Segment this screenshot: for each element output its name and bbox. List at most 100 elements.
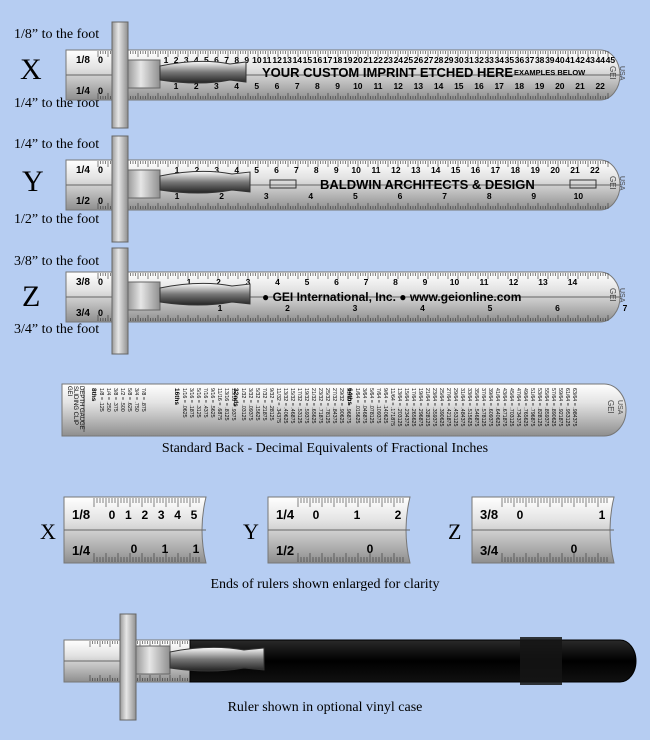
decimal-equivalent: 29/64 = .453125 [452, 388, 458, 426]
top-scale-number: 21 [363, 55, 373, 65]
end-top-number: 0 [109, 508, 116, 522]
bottom-scale-number: 5 [254, 81, 259, 91]
end-y-letter: Y [243, 519, 259, 544]
ruler-x-bottom-zero: 0 [98, 86, 103, 96]
top-scale-number: 2 [216, 277, 221, 287]
ruler-back-side-1: GEI [66, 386, 72, 397]
decimal-equivalent: 15/16 = .9375 [230, 388, 236, 421]
decimal-equivalent: 7/64 = .109375 [375, 388, 381, 424]
decimal-equivalent: 13/64 = .203125 [396, 388, 402, 426]
top-scale-number: 44 [596, 55, 606, 65]
decimal-equivalent: 63/64 = .984375 [571, 388, 577, 426]
decimal-equivalent: 3/32 = .09375 [247, 388, 253, 421]
top-scale-number: 5 [254, 165, 259, 175]
top-scale-number: 25 [404, 55, 414, 65]
end-top-number: 1 [599, 508, 606, 522]
ruler-y-ticks [97, 161, 609, 209]
bottom-scale-number: 12 [393, 81, 403, 91]
top-scale-number: 42 [575, 55, 585, 65]
top-scale-number: 6 [334, 277, 339, 287]
bottom-scale-number: 10 [574, 191, 584, 201]
bottom-scale-number: 2 [194, 81, 199, 91]
top-scale-number: 1 [187, 277, 192, 287]
decimal-equivalent: 41/64 = .640625 [494, 388, 500, 426]
bottom-scale-number: 3 [264, 191, 269, 201]
top-scale-number: 31 [464, 55, 474, 65]
ruler-x-top-zero: 0 [98, 55, 103, 65]
ruler-back-country: USA [616, 400, 623, 415]
bottom-scale-number: 19 [535, 81, 545, 91]
decimal-equivalent: 7/32 = .21875 [261, 388, 267, 421]
decimal-equivalent: 35/64 = .546875 [473, 388, 479, 426]
bottom-scale-number: 17 [494, 81, 504, 91]
decimal-equivalent: 11/64 = .171875 [389, 388, 395, 426]
decimal-equivalent: 1/4 = .250 [105, 388, 111, 412]
decimal-equivalent: 45/64 = .703125 [508, 388, 514, 426]
decimal-equivalent: 49/64 = .765625 [522, 388, 528, 426]
bottom-scale-number: 9 [335, 81, 340, 91]
top-scale-number: 6 [214, 55, 219, 65]
decimal-equivalent: 11/32 = .34375 [275, 388, 281, 423]
bottom-scale-number: 2 [219, 191, 224, 201]
top-scale-number: 13 [282, 55, 292, 65]
end-x-letter: X [40, 519, 56, 544]
bottom-scale-number: 9 [531, 191, 536, 201]
bottom-scale-number: 1 [174, 81, 179, 91]
decimal-equivalent: 21/32 = .65625 [310, 388, 316, 424]
bottom-scale-number: 7 [623, 303, 628, 313]
top-scale-number: 36 [515, 55, 525, 65]
end-frac-top: 1/8 [72, 507, 90, 522]
end-frac-bottom: 1/2 [276, 543, 294, 558]
end-frac-top: 1/4 [276, 507, 295, 522]
top-scale-number: 16 [313, 55, 323, 65]
ends-caption: Ends of rulers shown enlarged for clarit… [210, 577, 440, 592]
top-scale-number: 11 [263, 55, 272, 65]
top-scale-number: 4 [275, 277, 280, 287]
decimal-equivalent: 31/32 = .96875 [345, 388, 351, 424]
top-scale-number: 10 [252, 55, 262, 65]
decimal-equivalent: 55/64 = .859375 [543, 388, 549, 426]
decimal-equivalent: 5/64 = .078125 [368, 388, 374, 424]
top-scale-number: 10 [351, 165, 361, 175]
end-top-number: 5 [191, 508, 198, 522]
bottom-scale-number: 14 [434, 81, 444, 91]
ruler-x-clip-bar [111, 21, 129, 129]
bottom-scale-number: 2 [285, 303, 290, 313]
top-scale-number: 8 [393, 277, 398, 287]
bottom-scale-number: 7 [442, 191, 447, 201]
end-top-number: 2 [395, 508, 402, 522]
decimal-equivalent: 3/64 = .046875 [361, 388, 367, 424]
top-scale-number: 28 [434, 55, 444, 65]
end-top-number: 2 [141, 508, 148, 522]
decimal-equivalent: 5/8 = .625 [126, 388, 132, 412]
ruler-y-clip-bar [111, 135, 129, 243]
top-scale-number: 4 [194, 55, 199, 65]
top-scale-number: 33 [484, 55, 494, 65]
bottom-scale-number: 6 [398, 191, 403, 201]
top-scale-number: 11 [372, 165, 381, 175]
end-top-number: 0 [517, 508, 524, 522]
top-scale-number: 17 [491, 165, 501, 175]
top-scale-number: 26 [414, 55, 424, 65]
decimal-equivalent: 15/64 = .234375 [403, 388, 409, 426]
top-scale-number: 3 [246, 277, 251, 287]
end-frac-bottom: 3/4 [480, 543, 499, 558]
end-top-number: 0 [313, 508, 320, 522]
bottom-scale-number: 8 [315, 81, 320, 91]
decimal-equivalent: 31/64 = .484375 [459, 388, 465, 426]
top-scale-number: 9 [334, 165, 339, 175]
bottom-scale-number: 21 [575, 81, 585, 91]
ruler-y-country: USA [618, 176, 625, 191]
top-scale-number: 1 [164, 55, 169, 65]
top-scale-number: 15 [303, 55, 313, 65]
top-scale-number: 7 [294, 165, 299, 175]
ruler-z-clip-slide [127, 281, 161, 311]
